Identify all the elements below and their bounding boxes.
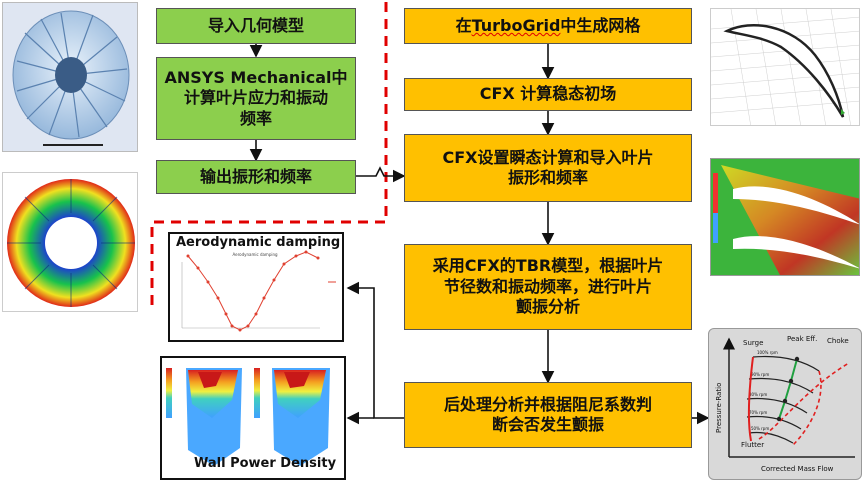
compressor-map-ylabel: Pressure-Ratio — [715, 383, 723, 433]
arrow-feedback — [346, 281, 404, 419]
box-export-modes-text: 输出振形和频率 — [199, 166, 312, 186]
speed-100: 100% rpm — [757, 350, 778, 355]
box-cfx-steady: CFX 计算稳态初场 — [404, 78, 692, 111]
box-cfx-transient: CFX设置瞬态计算和导入叶片 振形和频率 — [404, 134, 692, 202]
box-tbr-model-text: 采用CFX的TBR模型，根据叶片 节径数和振动频率，进行叶片 颤振分析 — [432, 256, 664, 317]
box-import-geometry-text: 导入几何模型 — [207, 15, 304, 35]
box-turbogrid-link: TurboGrid — [471, 15, 561, 35]
wall-power-density-panel: Wall Power Density — [160, 356, 346, 480]
box-import-geometry: 导入几何模型 — [156, 8, 356, 44]
compressor-map-peak-eff: Peak Eff. — [787, 335, 817, 343]
box-turbogrid-suffix: 中生成网格 — [560, 15, 641, 35]
aero-damping-panel: Aerodynamic damping Aerodynamic damping — [168, 232, 344, 342]
red-dashed-boundary — [150, 2, 388, 310]
compressor-map-image: Pressure-Ratio Corrected Mass Flow Surge… — [708, 328, 862, 480]
blisk-geometry-image — [2, 2, 138, 152]
box-postprocess-text: 后处理分析并根据阻尼系数判 断会否发生颤振 — [443, 394, 652, 434]
box-ansys-mechanical-text: ANSYS Mechanical中 计算叶片应力和振动 频率 — [164, 67, 348, 128]
box-tbr-model: 采用CFX的TBR模型，根据叶片 节径数和振动频率，进行叶片 颤振分析 — [404, 244, 692, 330]
aero-damping-curve — [187, 251, 319, 331]
box-export-modes: 输出振形和频率 — [156, 160, 356, 194]
speed-50: 50% rpm — [751, 426, 769, 431]
aero-damping-title: Aerodynamic damping — [176, 235, 341, 250]
box-ansys-mechanical: ANSYS Mechanical中 计算叶片应力和振动 频率 — [156, 57, 356, 140]
wall-power-density-label: Wall Power Density — [194, 456, 337, 471]
turbogrid-mesh-image — [710, 8, 860, 126]
box-turbogrid-mesh-text: 在TurboGrid中生成网格 — [456, 16, 641, 36]
box-postprocess: 后处理分析并根据阻尼系数判 断会否发生颤振 — [404, 382, 692, 448]
box-turbogrid-prefix: 在 — [455, 15, 472, 35]
blisk-mode-shape-image — [2, 172, 138, 312]
arrow-left-to-right — [356, 166, 406, 183]
compressor-map-flutter: Flutter — [741, 441, 764, 449]
speed-70: 70% rpm — [749, 410, 767, 415]
box-cfx-transient-text: CFX设置瞬态计算和导入叶片 振形和频率 — [442, 147, 654, 187]
aero-damping-inner-title: Aerodynamic damping — [232, 252, 278, 257]
compressor-map-choke: Choke — [827, 337, 849, 345]
box-cfx-steady-text: CFX 计算稳态初场 — [479, 84, 617, 104]
speed-90: 90% rpm — [751, 372, 769, 377]
speed-80: 80% rpm — [749, 392, 767, 397]
box-turbogrid-mesh: 在TurboGrid中生成网格 — [404, 8, 692, 44]
compressor-map-surge: Surge — [743, 339, 763, 347]
cfx-contour-image — [710, 158, 860, 276]
compressor-map-xlabel: Corrected Mass Flow — [761, 465, 834, 473]
